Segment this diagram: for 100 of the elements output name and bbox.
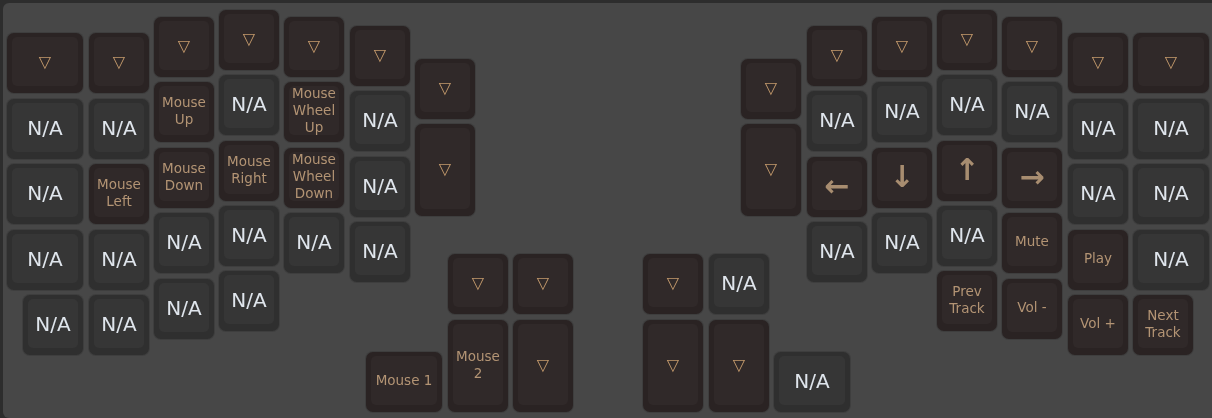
key-symbol: ▽ — [438, 159, 452, 178]
keycap — [154, 213, 214, 273]
keycap — [937, 141, 997, 201]
key-label: Play — [1083, 250, 1113, 267]
key-label: Vol + — [1080, 315, 1116, 332]
keycap — [709, 254, 769, 314]
key-label: N/A — [884, 230, 920, 253]
keycap — [1133, 295, 1193, 355]
keycap — [448, 320, 508, 412]
key-label: N/A — [101, 312, 137, 335]
keycap — [89, 164, 149, 224]
key-symbol: ▽ — [438, 78, 452, 97]
keycap — [219, 271, 279, 331]
key-symbol: ← — [824, 170, 850, 201]
keycap — [643, 254, 703, 314]
key-label: Prev Track — [948, 282, 986, 317]
keycap — [1133, 33, 1209, 93]
key-label: N/A — [27, 181, 63, 204]
key-symbol: ↑ — [954, 154, 980, 185]
key-label: Mute — [1015, 233, 1049, 250]
keycap — [23, 295, 83, 355]
keycap — [807, 26, 867, 86]
key-label: N/A — [819, 239, 855, 262]
keycap — [1068, 230, 1128, 290]
keycap — [1133, 230, 1209, 290]
keycap — [284, 148, 344, 208]
key-symbol: ▽ — [960, 29, 974, 48]
keycap — [774, 352, 850, 412]
key-symbol: ▽ — [895, 36, 909, 55]
key-symbol: ▽ — [764, 78, 778, 97]
key-symbol: ▽ — [830, 45, 844, 64]
key-label: N/A — [101, 116, 137, 139]
keycap — [709, 320, 769, 412]
key-label: N/A — [362, 239, 398, 262]
keycap — [7, 99, 83, 159]
keycap — [89, 295, 149, 355]
keycap — [350, 157, 410, 217]
keycap — [7, 230, 83, 290]
keycap — [154, 17, 214, 77]
key-label: N/A — [231, 288, 267, 311]
key-label: N/A — [362, 174, 398, 197]
key-label: N/A — [819, 108, 855, 131]
keycap — [219, 10, 279, 70]
key-label: N/A — [1080, 181, 1116, 204]
key-label: N/A — [1014, 99, 1050, 122]
key-symbol: ▽ — [666, 355, 680, 374]
key-label: Mouse Right — [226, 152, 272, 187]
keycap — [89, 33, 149, 93]
key-symbol: → — [1019, 161, 1045, 192]
keycap — [350, 91, 410, 151]
keycap — [219, 206, 279, 266]
key-symbol: ▽ — [373, 45, 387, 64]
key-label: Next Track — [1144, 306, 1182, 341]
keycap — [415, 124, 475, 216]
key-label: N/A — [1080, 116, 1116, 139]
key-label: N/A — [166, 230, 202, 253]
key-label: N/A — [35, 312, 71, 335]
keycap — [350, 26, 410, 86]
key-label: Mouse Wheel Down — [291, 151, 337, 202]
key-label: N/A — [794, 369, 830, 392]
key-label: N/A — [231, 223, 267, 246]
key-symbol: ▽ — [666, 273, 680, 292]
key-label: Mouse Left — [96, 175, 142, 210]
keycap — [937, 75, 997, 135]
keycap — [415, 59, 475, 119]
keycap — [1068, 164, 1128, 224]
keycap — [89, 99, 149, 159]
keycap — [937, 10, 997, 70]
key-label: Mouse Wheel Up — [291, 85, 337, 136]
key-label: Mouse Up — [161, 93, 207, 128]
key-label: N/A — [1153, 247, 1189, 270]
key-label: N/A — [362, 108, 398, 131]
keycap — [937, 271, 997, 331]
key-symbol: ▽ — [471, 273, 485, 292]
keycap — [643, 320, 703, 412]
key-symbol: ▽ — [38, 52, 52, 71]
keycap — [807, 222, 867, 282]
keycap — [284, 82, 344, 142]
key-symbol: ▽ — [307, 36, 321, 55]
keycap — [1002, 17, 1062, 77]
keycap — [154, 148, 214, 208]
keycap — [89, 230, 149, 290]
keycap — [284, 213, 344, 273]
key-label: N/A — [27, 116, 63, 139]
keycap — [1068, 295, 1128, 355]
keycap — [872, 17, 932, 77]
key-symbol: ▽ — [242, 29, 256, 48]
keycap — [741, 59, 801, 119]
keycap — [1002, 279, 1062, 339]
key-label: N/A — [27, 247, 63, 270]
keycap — [937, 206, 997, 266]
key-symbol: ▽ — [732, 355, 746, 374]
keycap — [448, 254, 508, 314]
keycap — [219, 141, 279, 201]
keycap — [872, 148, 932, 208]
keycap — [1068, 33, 1128, 93]
keycap — [219, 75, 279, 135]
keycap — [872, 82, 932, 142]
key-symbol: ▽ — [177, 36, 191, 55]
keycap — [807, 157, 867, 217]
